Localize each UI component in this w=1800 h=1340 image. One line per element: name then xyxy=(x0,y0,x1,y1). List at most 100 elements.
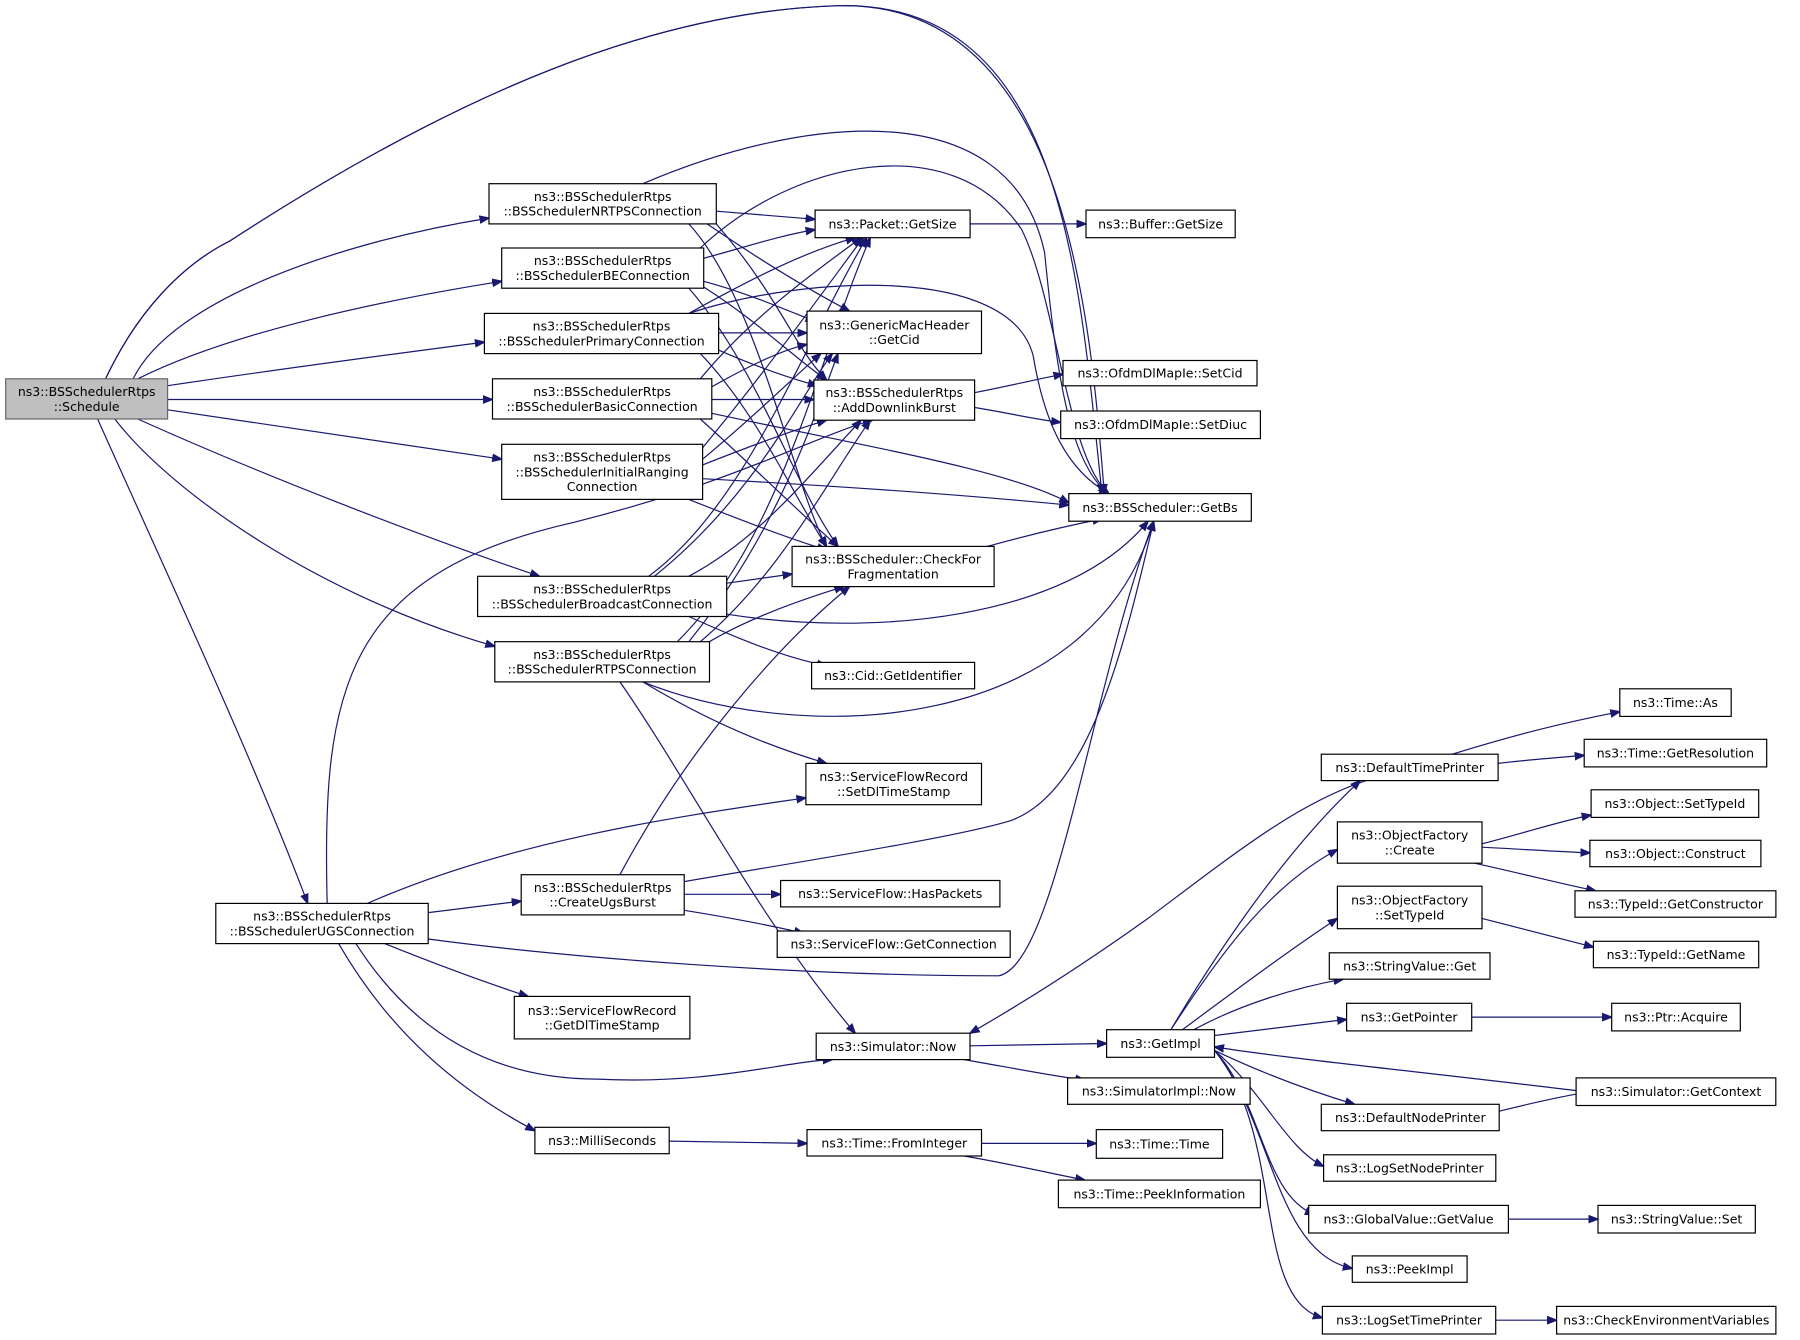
edge-adddownlinkburst-to-ofdm_setdiuc xyxy=(974,406,1061,423)
edge-ugs-to-sim_now xyxy=(355,943,832,1081)
node-box xyxy=(1095,1128,1224,1159)
node-box xyxy=(791,545,995,588)
node-of-create[interactable]: ns3::ObjectFactory::Create xyxy=(1336,821,1483,864)
node-defaultnodeprinter[interactable]: ns3::DefaultNodePrinter xyxy=(1320,1103,1500,1132)
edge-schedule-to-nrtps xyxy=(132,218,489,380)
node-rtps[interactable]: ns3::BSSchedulerRtps::BSSchedulerRTPSCon… xyxy=(494,641,711,683)
node-label: ns3::OfdmDlMapIe::SetDiuc xyxy=(1074,417,1247,432)
edge-of_create-to-obj_construct xyxy=(1481,846,1590,853)
node-ptr-acquire[interactable]: ns3::Ptr::Acquire xyxy=(1611,1002,1741,1032)
node-label: ns3::Time::Time xyxy=(1109,1136,1210,1151)
node-globalvalue-getvalue[interactable]: ns3::GlobalValue::GetValue xyxy=(1308,1204,1509,1234)
node-logsettimeprinter[interactable]: ns3::LogSetTimePrinter xyxy=(1321,1305,1497,1335)
edge-adddownlinkburst-to-ofdm_setcid xyxy=(974,374,1063,394)
node-createugsburst[interactable]: ns3::BSSchedulerRtps::CreateUgsBurst xyxy=(520,874,685,916)
edge-createugsburst-to-checkfrag xyxy=(619,587,850,875)
node-label: ns3::Time::As xyxy=(1633,695,1718,710)
node-label: ns3::StringValue::Get xyxy=(1343,959,1476,974)
node-packet-getsize[interactable]: ns3::Packet::GetSize xyxy=(814,209,971,239)
node-time-getres[interactable]: ns3::Time::GetResolution xyxy=(1583,738,1768,768)
node-logsetnodeprinter[interactable]: ns3::LogSetNodePrinter xyxy=(1322,1154,1497,1182)
node-be[interactable]: ns3::BSSchedulerRtps::BSSchedulerBEConne… xyxy=(501,247,705,289)
edge-basic-to-checkfrag xyxy=(699,418,838,546)
node-of-settypeid[interactable]: ns3::ObjectFactory::SetTypeId xyxy=(1336,885,1483,930)
node-label: ns3::ServiceFlow::HasPackets xyxy=(798,886,982,901)
node-time-peekinfo[interactable]: ns3::Time::PeekInformation xyxy=(1057,1179,1262,1209)
node-milliseconds[interactable]: ns3::MilliSeconds xyxy=(534,1126,670,1155)
node-box xyxy=(5,378,169,420)
edge-getimpl-to-stringvalue_get xyxy=(1193,979,1343,1031)
node-sfr-setdl[interactable]: ns3::ServiceFlowRecord::SetDlTimeStamp xyxy=(805,762,983,806)
node-typeid-getctor[interactable]: ns3::TypeId::GetConstructor xyxy=(1574,890,1777,918)
node-time-time[interactable]: ns3::Time::Time xyxy=(1095,1128,1224,1159)
node-box xyxy=(1336,821,1483,864)
node-getbs[interactable]: ns3::BSScheduler::GetBs xyxy=(1068,493,1252,522)
edge-schedule-to-be xyxy=(137,281,502,380)
node-box xyxy=(501,443,704,500)
node-box xyxy=(1336,885,1483,930)
node-ugs[interactable]: ns3::BSSchedulerRtps::BSSchedulerUGSConn… xyxy=(215,902,429,945)
edge-schedule-to-initial xyxy=(167,409,502,459)
node-cid-getidentifier[interactable]: ns3::Cid::GetIdentifier xyxy=(810,661,976,690)
node-broadcast[interactable]: ns3::BSSchedulerRtps::BSSchedulerBroadca… xyxy=(477,575,728,618)
node-sim-getcontext[interactable]: ns3::Simulator::GetContext xyxy=(1575,1077,1777,1107)
node-obj-construct[interactable]: ns3::Object::Construct xyxy=(1589,839,1762,868)
node-label: ns3::BSSchedulerRtps xyxy=(533,384,671,399)
node-initial[interactable]: ns3::BSSchedulerRtps::BSSchedulerInitial… xyxy=(501,443,704,500)
node-nrtps[interactable]: ns3::BSSchedulerRtps::BSSchedulerNRTPSCo… xyxy=(488,183,717,225)
edge-rtps-to-sfr_setdl xyxy=(642,681,827,764)
edge-ugs-to-sfr_setdl xyxy=(367,798,806,904)
node-peekimpl[interactable]: ns3::PeekImpl xyxy=(1351,1255,1468,1283)
node-genericmac-getcid[interactable]: ns3::GenericMacHeader::GetCid xyxy=(806,310,983,355)
node-label: ::CreateUgsBurst xyxy=(549,895,656,910)
node-primary[interactable]: ns3::BSSchedulerRtps::BSSchedulerPrimary… xyxy=(483,312,720,355)
node-obj-settypeid[interactable]: ns3::Object::SetTypeId xyxy=(1590,789,1760,818)
edge-defaulttimeprinter-to-time_as xyxy=(1452,712,1620,755)
edge-getimpl-to-defaulttimeprinter xyxy=(1170,781,1360,1031)
node-stringvalue-get[interactable]: ns3::StringValue::Get xyxy=(1328,952,1491,980)
edge-sim_now-to-getimpl xyxy=(969,1044,1107,1046)
node-defaulttimeprinter[interactable]: ns3::DefaultTimePrinter xyxy=(1320,753,1499,782)
node-label: ns3::GenericMacHeader xyxy=(819,317,970,332)
node-simimpl-now[interactable]: ns3::SimulatorImpl::Now xyxy=(1066,1077,1251,1105)
edge-be-to-packet_getsize xyxy=(703,230,815,259)
edge-broadcast-to-adddownlinkburst xyxy=(688,420,861,577)
node-basic[interactable]: ns3::BSSchedulerRtps::BSSchedulerBasicCo… xyxy=(491,378,713,420)
node-box xyxy=(1057,1179,1262,1209)
node-checkenv[interactable]: ns3::CheckEnvironmentVariables xyxy=(1555,1305,1777,1335)
node-getpointer[interactable]: ns3::GetPointer xyxy=(1345,1002,1473,1032)
node-sim-now[interactable]: ns3::Simulator::Now xyxy=(815,1032,971,1061)
node-buffer-getsize[interactable]: ns3::Buffer::GetSize xyxy=(1085,209,1236,239)
node-sfr-getdl[interactable]: ns3::ServiceFlowRecord::GetDlTimeStamp xyxy=(513,995,691,1040)
node-time-as[interactable]: ns3::Time::As xyxy=(1619,688,1732,717)
edge-basic-to-getbs xyxy=(711,412,1069,503)
node-label: ns3::BSScheduler::GetBs xyxy=(1082,500,1237,515)
node-ofdm-setdiuc[interactable]: ns3::OfdmDlMapIe::SetDiuc xyxy=(1060,410,1261,440)
node-adddownlinkburst[interactable]: ns3::BSSchedulerRtps::AddDownlinkBurst xyxy=(813,379,976,421)
node-label: ::GetDlTimeStamp xyxy=(545,1018,660,1033)
node-box xyxy=(815,1032,971,1061)
node-sf-haspackets[interactable]: ns3::ServiceFlow::HasPackets xyxy=(779,879,1001,908)
node-label: ns3::ServiceFlowRecord xyxy=(528,1003,677,1018)
node-typeid-getname[interactable]: ns3::TypeId::GetName xyxy=(1592,940,1760,969)
node-getimpl[interactable]: ns3::GetImpl xyxy=(1105,1029,1216,1058)
node-label: ::AddDownlinkBurst xyxy=(833,400,956,415)
node-label: ::BSSchedulerUGSConnection xyxy=(230,923,415,938)
node-sf-getconnection[interactable]: ns3::ServiceFlow::GetConnection xyxy=(776,930,1011,958)
node-box xyxy=(477,575,728,618)
node-label: ns3::Time::PeekInformation xyxy=(1073,1186,1245,1201)
node-ofdm-setcid[interactable]: ns3::OfdmDlMapIe::SetCid xyxy=(1062,359,1258,387)
node-label: ns3::Ptr::Acquire xyxy=(1624,1010,1728,1025)
node-label: ns3::BSSchedulerRtps xyxy=(533,582,671,597)
node-label: ns3::BSSchedulerRtps xyxy=(534,189,672,204)
node-label: ns3::BSSchedulerRtps xyxy=(534,253,672,268)
edge-getimpl-to-getpointer xyxy=(1214,1019,1347,1037)
node-label: ::BSSchedulerInitialRanging xyxy=(516,464,689,479)
node-time-frominteger[interactable]: ns3::Time::FromInteger xyxy=(806,1128,983,1157)
node-box xyxy=(483,312,720,355)
node-stringvalue-set[interactable]: ns3::StringValue::Set xyxy=(1597,1204,1756,1234)
node-label: ns3::ObjectFactory xyxy=(1351,893,1469,908)
edge-schedule-to-rtps xyxy=(114,418,495,646)
node-box xyxy=(534,1126,670,1155)
